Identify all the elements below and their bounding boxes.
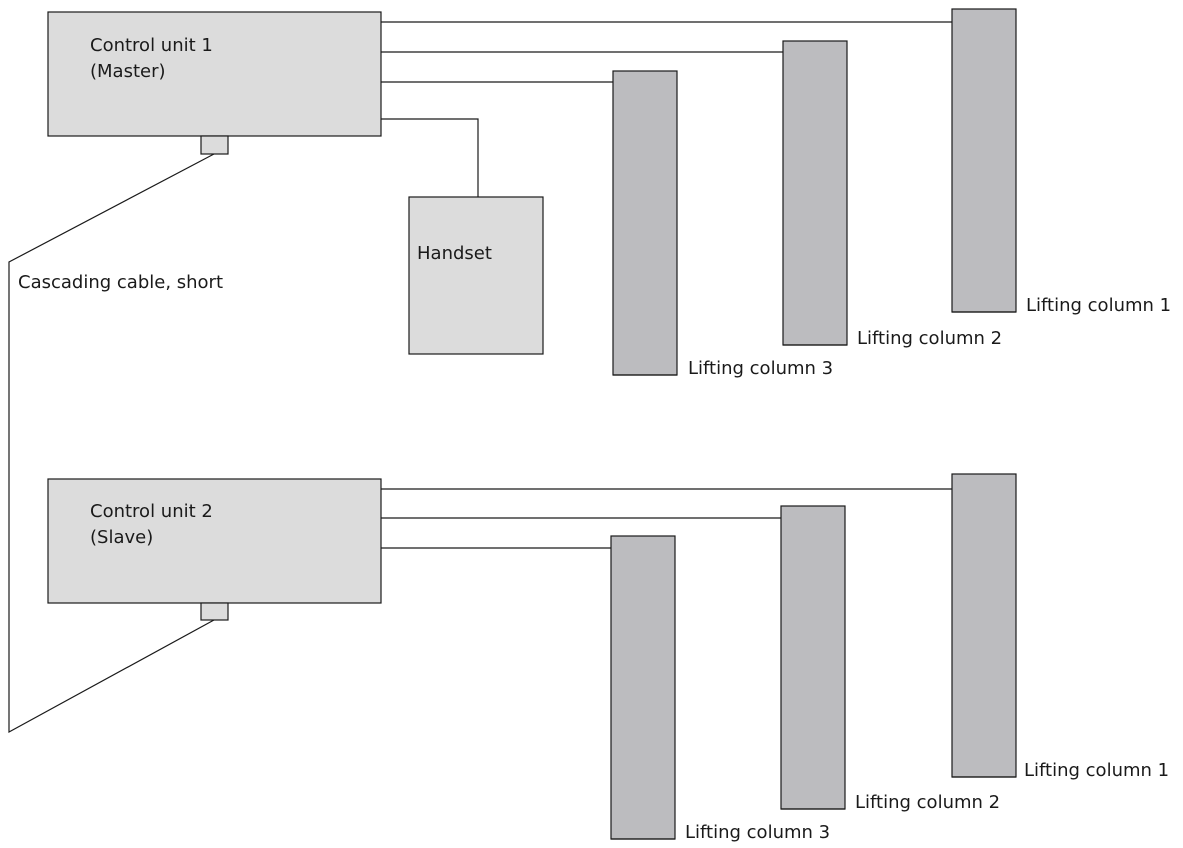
master-system: Control unit 1 (Master) Handset Lifting … bbox=[47, 8, 1171, 379]
wire-master-to-handset bbox=[381, 118, 479, 197]
master-lifting-column-3-label: Lifting column 3 bbox=[688, 358, 833, 379]
control-unit-1-title: Control unit 1 bbox=[90, 35, 213, 56]
control-unit-1-box bbox=[47, 11, 382, 137]
control-unit-1-role: (Master) bbox=[90, 61, 166, 82]
slave-lifting-column-3-label: Lifting column 3 bbox=[685, 822, 830, 843]
cascading-cable-line bbox=[8, 153, 215, 734]
slave-system: Control unit 2 (Slave) Lifting column 3 … bbox=[47, 473, 1169, 843]
master-lifting-column-2 bbox=[782, 40, 848, 346]
master-lifting-column-3 bbox=[612, 70, 678, 376]
handset-box bbox=[408, 196, 544, 355]
handset-label: Handset bbox=[417, 243, 492, 264]
slave-lifting-column-2-label: Lifting column 2 bbox=[855, 792, 1000, 813]
slave-lifting-column-1-label: Lifting column 1 bbox=[1024, 760, 1169, 781]
master-lifting-column-1-label: Lifting column 1 bbox=[1026, 295, 1171, 316]
control-unit-2-role: (Slave) bbox=[90, 527, 153, 548]
master-lifting-column-2-label: Lifting column 2 bbox=[857, 328, 1002, 349]
cascading-cable: Cascading cable, short bbox=[8, 153, 223, 734]
slave-lifting-column-3 bbox=[610, 535, 676, 840]
master-lifting-column-1 bbox=[951, 8, 1017, 313]
control-unit-2-title: Control unit 2 bbox=[90, 501, 213, 522]
control-unit-2-cascade-port bbox=[200, 602, 229, 621]
cascading-cable-label: Cascading cable, short bbox=[18, 272, 223, 293]
slave-lifting-column-1 bbox=[951, 473, 1017, 778]
slave-lifting-column-2 bbox=[780, 505, 846, 810]
control-unit-1-cascade-port bbox=[200, 135, 229, 155]
